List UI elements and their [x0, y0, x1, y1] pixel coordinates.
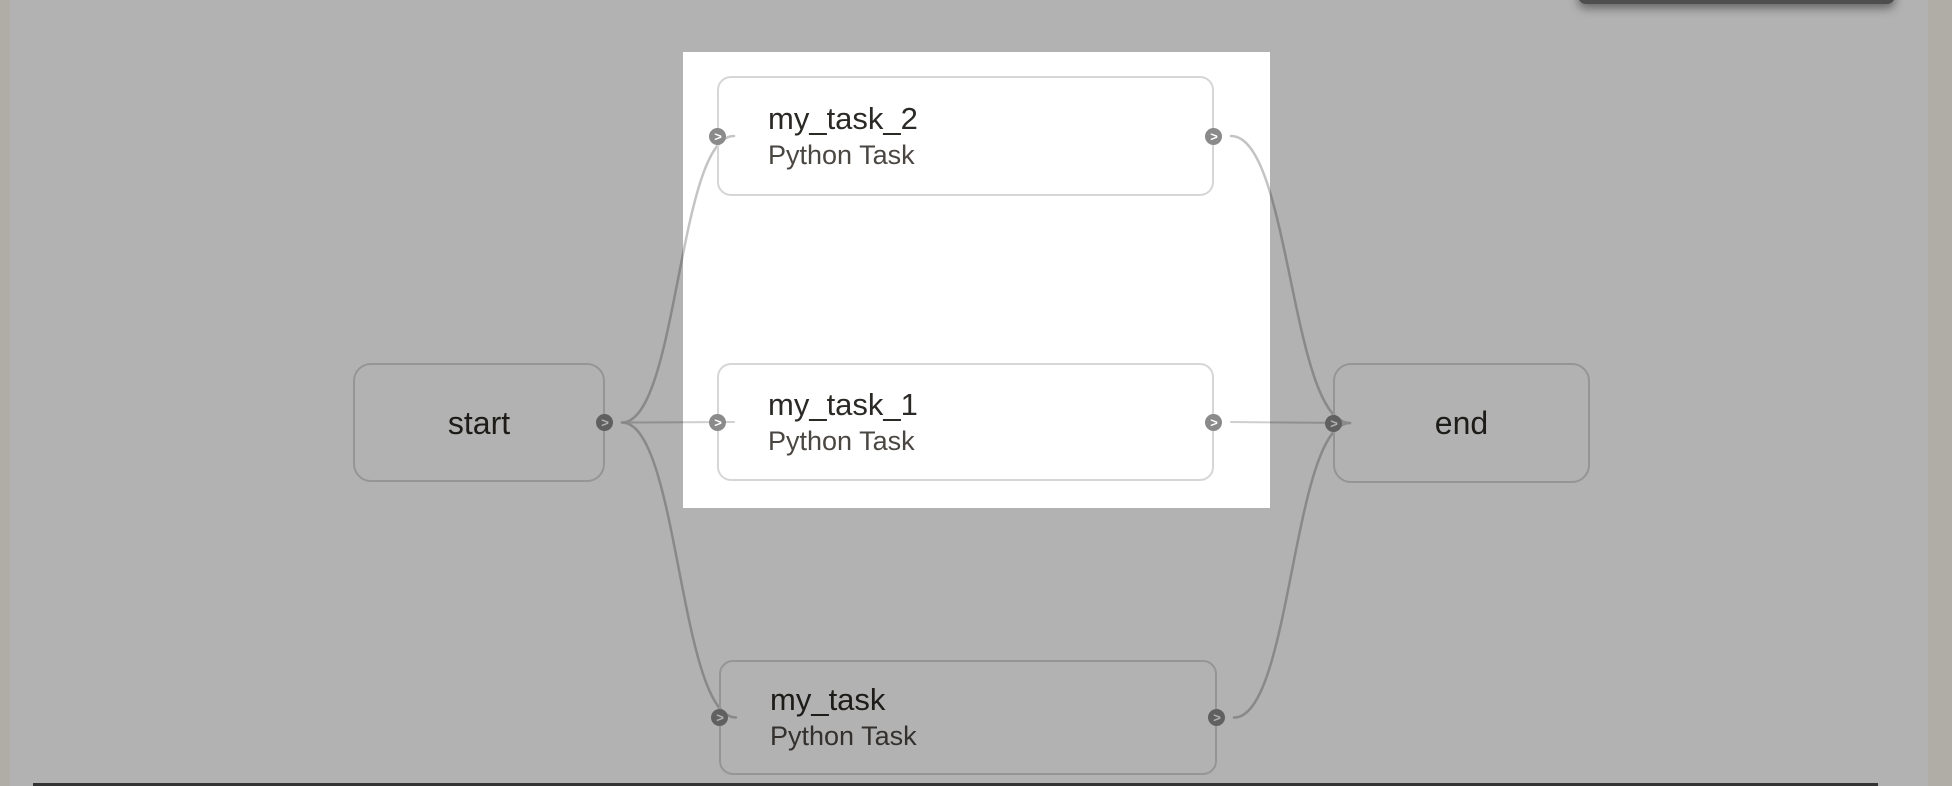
- node-label: my_task: [770, 682, 886, 717]
- right-connector-handle[interactable]: >: [1208, 709, 1225, 726]
- offscreen-panel-edge: [1578, 0, 1895, 4]
- node-label: end: [1434, 405, 1489, 441]
- right-connector-handle[interactable]: >: [1205, 413, 1222, 431]
- node-label: my_task_2: [768, 100, 918, 136]
- task-node-start[interactable]: start >: [353, 363, 613, 482]
- left-connector-handle[interactable]: >: [709, 413, 726, 431]
- edge-start-to-my_task_2[interactable]: [620, 134, 736, 424]
- edge-start-to-my_task[interactable]: [620, 421, 738, 719]
- left-connector-handle[interactable]: >: [711, 709, 728, 726]
- edge-my_task-to-end[interactable]: [1232, 421, 1352, 719]
- right-connector-handle[interactable]: >: [1205, 127, 1222, 145]
- node-subtitle: Python Task: [768, 425, 915, 456]
- task-node-end[interactable]: end >: [1325, 363, 1590, 483]
- edge-layer: [620, 134, 1352, 719]
- node-label: my_task_1: [768, 386, 918, 422]
- node-subtitle: Python Task: [768, 139, 915, 170]
- right-connector-handle[interactable]: >: [596, 414, 613, 431]
- left-connector-handle[interactable]: >: [1325, 414, 1342, 432]
- window-bottom-border: [33, 783, 1878, 786]
- left-connector-handle[interactable]: >: [709, 127, 726, 145]
- edge-my_task_2-to-end[interactable]: [1229, 134, 1352, 425]
- node-subtitle: Python Task: [770, 721, 917, 751]
- node-label: start: [447, 404, 511, 441]
